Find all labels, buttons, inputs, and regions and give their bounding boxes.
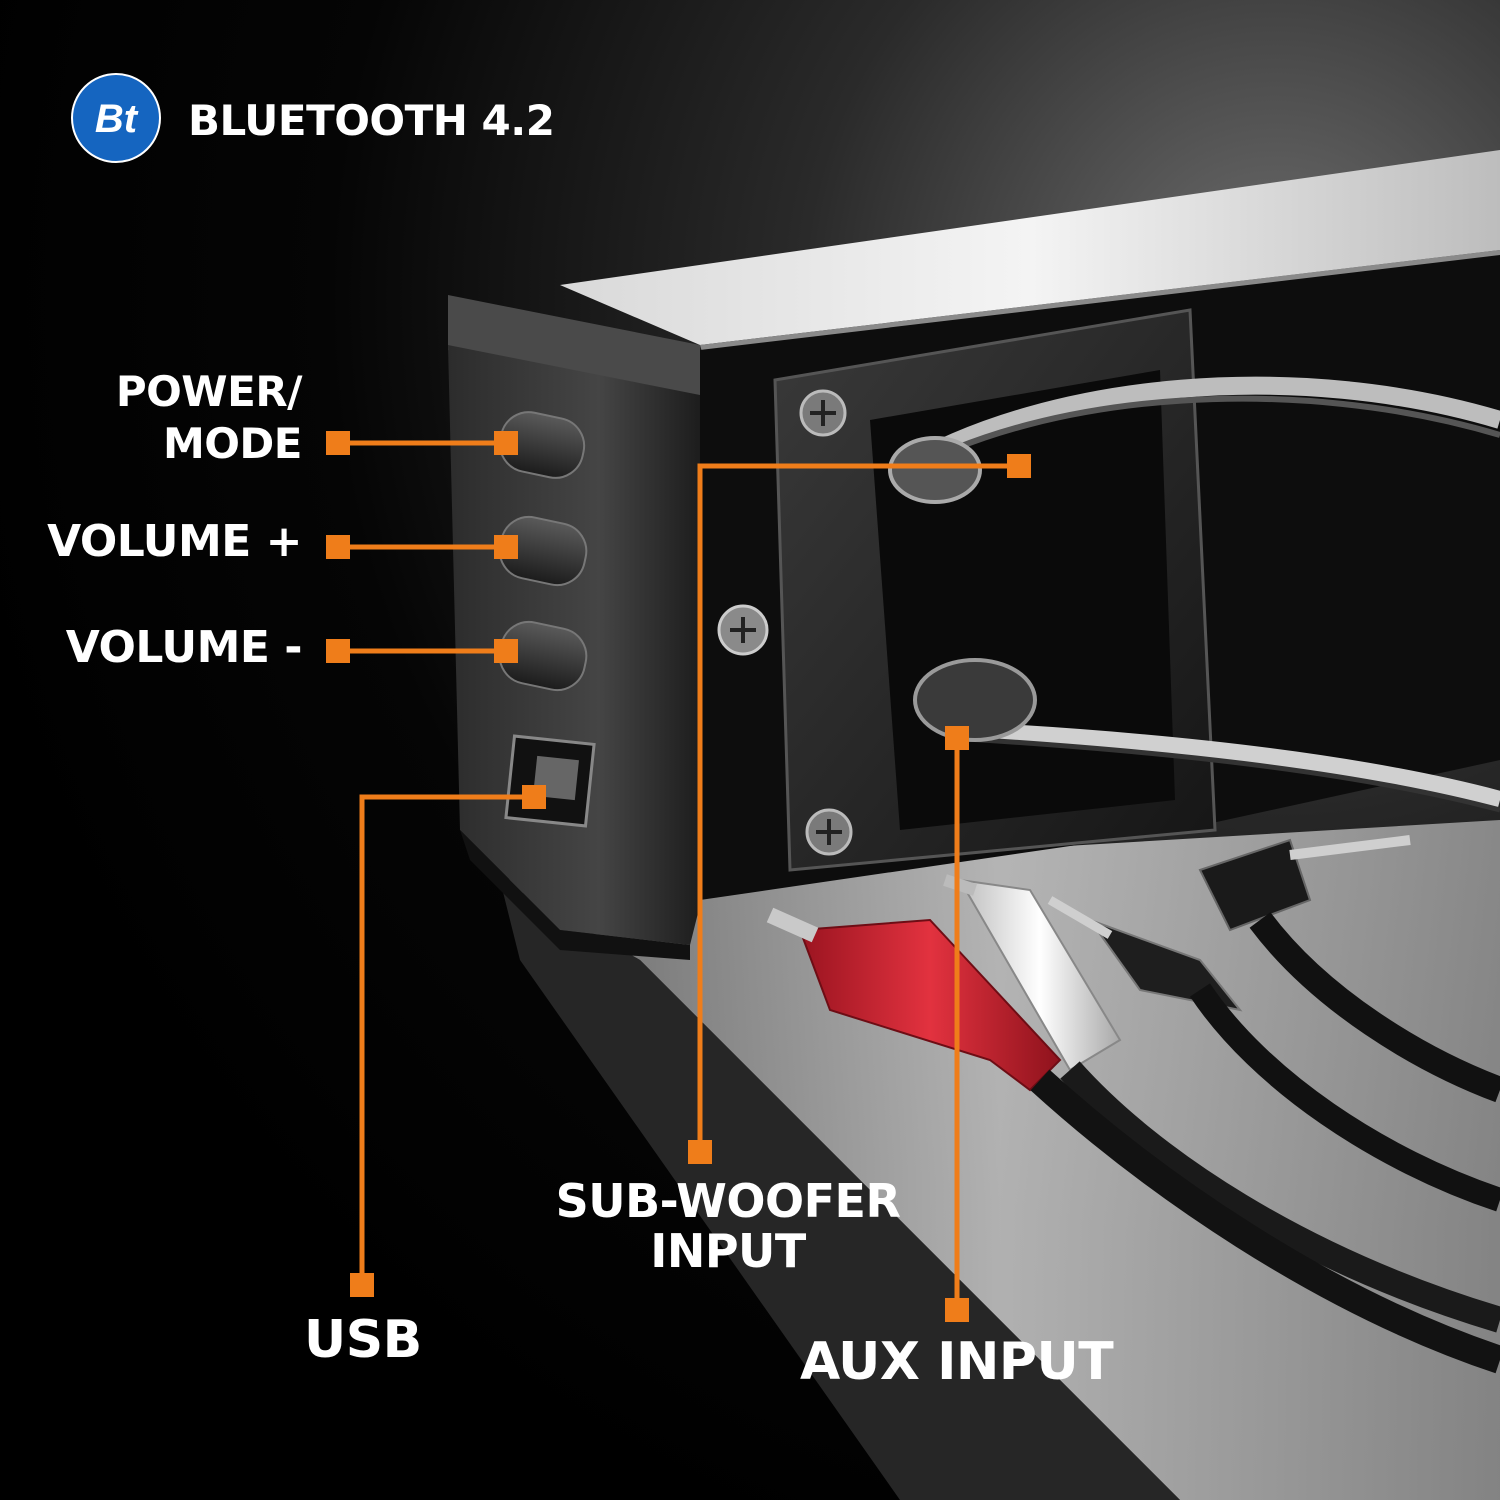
aux-callout-marker-1 bbox=[945, 726, 969, 750]
volume-down-label: VOLUME - bbox=[65, 622, 303, 673]
volume-down-callout-marker-2 bbox=[494, 639, 518, 663]
power-mode-label-line-2: MODE bbox=[162, 419, 303, 468]
volume-up-callout-marker-1 bbox=[326, 535, 350, 559]
usb-callout-marker-1 bbox=[522, 785, 546, 809]
volume-up-callout-marker-2 bbox=[494, 535, 518, 559]
usb-callout-line bbox=[359, 794, 534, 1285]
power-mode-label-line-1: POWER/ bbox=[115, 367, 303, 416]
subwoofer-label-line-1: SUB-WOOFER bbox=[555, 1174, 901, 1228]
power-callout-marker-2 bbox=[494, 431, 518, 455]
aux-input-label: AUX INPUT bbox=[800, 1332, 1114, 1392]
bluetooth-logo-text: Bt bbox=[95, 97, 139, 141]
bluetooth-badge-icon: Bt bbox=[71, 73, 161, 163]
subwoofer-input-label: SUB-WOOFER INPUT bbox=[548, 1176, 908, 1276]
usb-callout-marker-2 bbox=[350, 1273, 374, 1297]
subwoofer-callout-marker-2 bbox=[688, 1140, 712, 1164]
subwoofer-callout-line bbox=[697, 463, 1019, 1152]
aux-callout-marker-2 bbox=[945, 1298, 969, 1322]
volume-up-label: VOLUME + bbox=[47, 516, 302, 567]
bluetooth-version-title: BLUETOOTH 4.2 bbox=[188, 96, 555, 145]
usb-label: USB bbox=[304, 1310, 422, 1370]
power-mode-label: POWER/ MODE bbox=[115, 366, 303, 470]
volume-down-callout-marker-1 bbox=[326, 639, 350, 663]
subwoofer-label-line-2: INPUT bbox=[650, 1224, 806, 1278]
subwoofer-callout-marker-1 bbox=[1007, 454, 1031, 478]
power-callout-marker-1 bbox=[326, 431, 350, 455]
